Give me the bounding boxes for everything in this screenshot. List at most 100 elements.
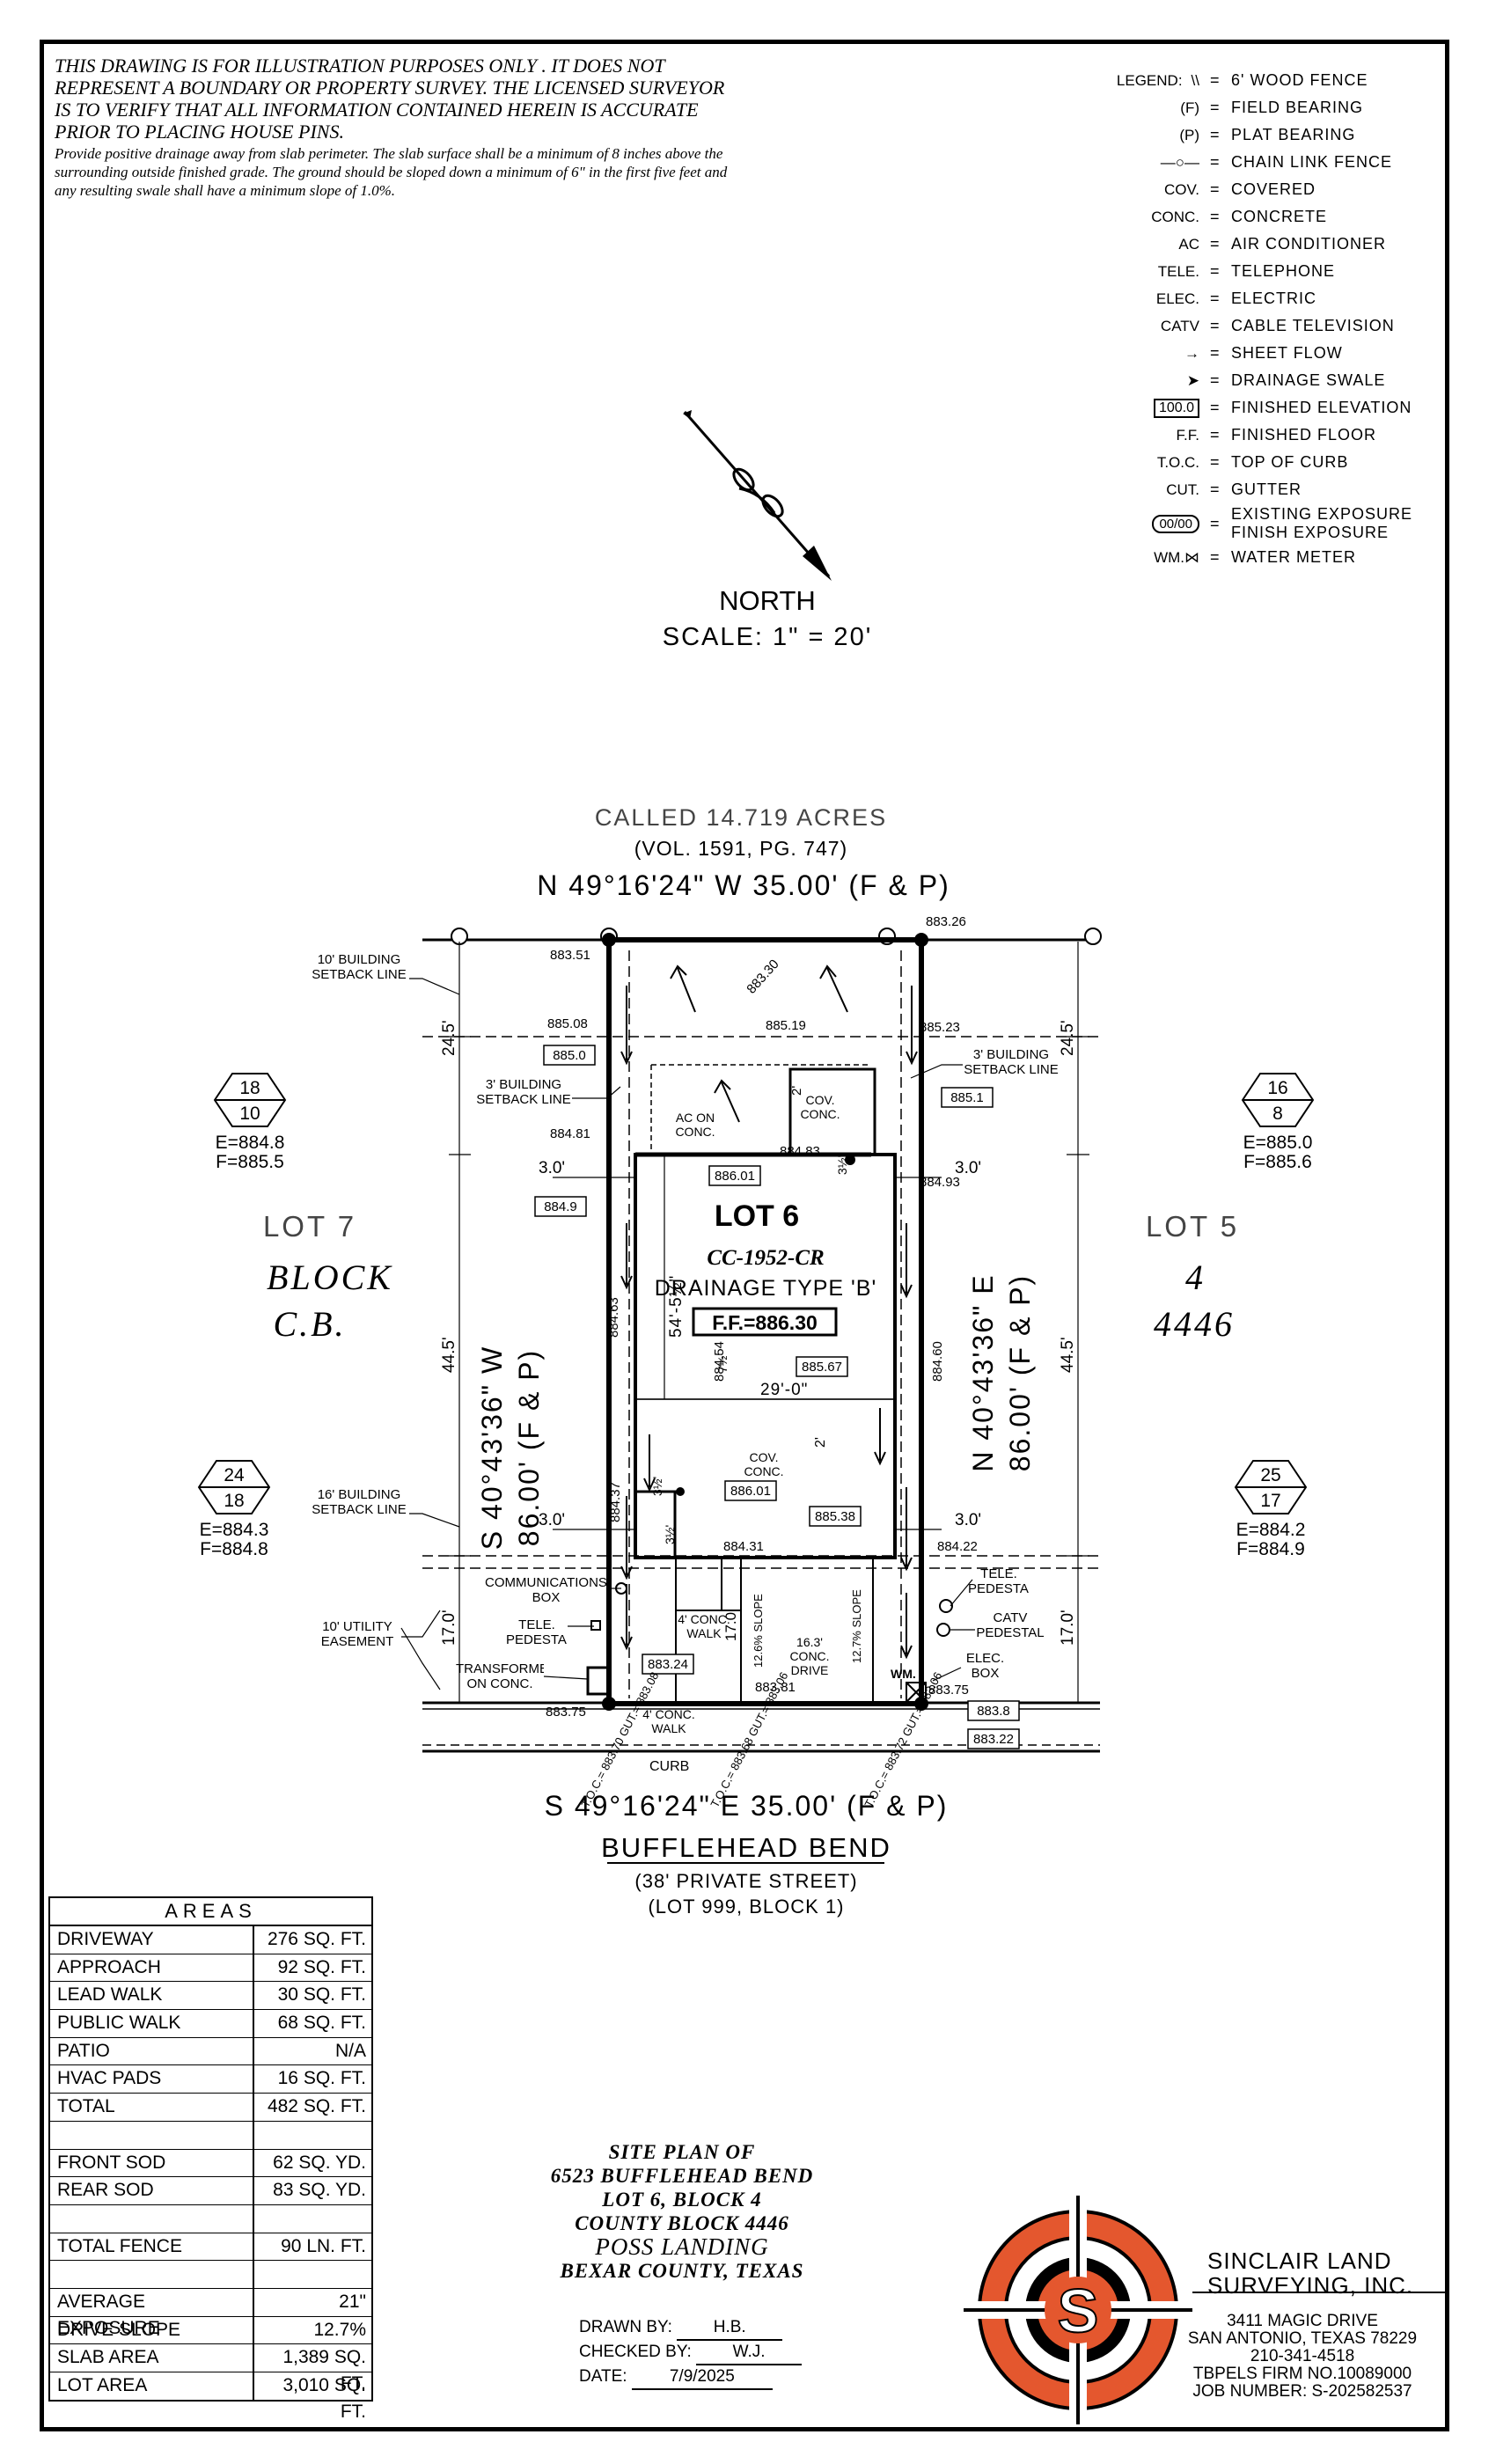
legend-symbol: COV. — [1163, 180, 1199, 198]
legend-label: GUTTER — [1231, 480, 1302, 498]
elev: 883.75 — [546, 1705, 586, 1720]
cov-conc-rear: COV. CONC. — [800, 1093, 840, 1121]
lot-number: LOT 6 — [715, 1199, 799, 1233]
areas-key: LEAD WALK — [50, 1982, 254, 2010]
title-line-6: BEXAR COUNTY, TEXAS — [560, 2260, 804, 2282]
legend-label: PLAT BEARING — [1231, 126, 1356, 143]
areas-key: PUBLIC WALK — [50, 2010, 254, 2037]
toc-mid: T.O.C.= 883.68 GUT.= 883.06 — [708, 1669, 790, 1809]
areas-row: LEAD WALK 30 SQ. FT. — [50, 1982, 371, 2011]
elevation-box — [534, 1196, 587, 1217]
legend-item: 100.0=FINISHED ELEVATION — [1113, 394, 1448, 422]
drive-label: 16.3' CONC. DRIVE — [789, 1635, 830, 1677]
elevation-box — [543, 1045, 596, 1066]
elevation-value: 885.67 — [802, 1360, 842, 1375]
areas-value: 3,010 SQ. FT. — [282, 2375, 366, 2422]
dim-17-mid: 17.0' — [722, 1610, 739, 1641]
block-number: 4 — [1185, 1258, 1203, 1297]
water-meter-icon — [906, 1682, 927, 1703]
elev: 884.81 — [550, 1126, 590, 1141]
elevation-box — [941, 1087, 994, 1108]
elev: 885.23 — [920, 1020, 960, 1035]
setback-16-label: 16' BUILDING SETBACK LINE — [312, 1487, 407, 1517]
sheet-flow-arrows — [620, 964, 918, 1660]
right-distance: 86.00' (F & P) — [1004, 1274, 1036, 1471]
ff-box — [692, 1307, 838, 1337]
slope-1: 12.6% SLOPE — [752, 1594, 765, 1668]
elevation-box — [967, 1700, 1020, 1721]
lead-walk-label: 4' CONC. WALK — [678, 1612, 730, 1640]
title-line-3: LOT 6, BLOCK 4 — [602, 2189, 762, 2211]
tele-pedestal-right: TELE. PEDESTAL — [968, 1566, 1030, 1596]
exposure-elev-f: F=884.8 — [200, 1539, 268, 1559]
checked-by: W.J. — [696, 2341, 803, 2365]
elev: 884.63 — [606, 1297, 621, 1338]
elev: 884.83 — [780, 1144, 820, 1159]
site-plan-title: SITE PLAN OF 6523 BUFFLEHEAD BEND LOT 6,… — [497, 2140, 867, 2283]
tele-pedestal-icon — [939, 1599, 953, 1613]
legend-symbol: TELE. — [1157, 262, 1199, 280]
date-label: DATE: — [579, 2367, 627, 2386]
legend-symbol: CATV — [1160, 317, 1199, 334]
catv-pedestal-icon — [936, 1623, 950, 1637]
legend-symbol: CONC. — [1151, 208, 1199, 225]
areas-value: N/A — [334, 2040, 366, 2061]
legend-symbol: (F) — [1180, 99, 1199, 116]
covered-porch-front — [634, 1490, 677, 1559]
exposure-elev-e: E=884.3 — [200, 1520, 269, 1540]
company-address-1: 3411 MAGIC DRIVE — [1227, 2312, 1378, 2330]
legend-symbol: T.O.C. — [1156, 453, 1199, 471]
elev: 883.26 — [926, 914, 966, 929]
house-width: 29'-0" — [760, 1381, 808, 1399]
areas-key: HVAC PADS — [50, 2065, 254, 2094]
public-walk-label: 4' CONC. WALK — [642, 1707, 695, 1735]
dim-44-5-left: 44.5' — [440, 1337, 458, 1373]
legend-symbol: —○— — [1160, 153, 1199, 171]
tele-pedestal-icon — [590, 1620, 601, 1631]
legend-item: LEGEND:\\=6' WOOD FENCE — [1113, 67, 1448, 94]
areas-value: 62 SQ. YD. — [273, 2152, 366, 2173]
lot-5-label: LOT 5 — [1146, 1210, 1239, 1243]
areas-row — [50, 2121, 371, 2150]
elevation-box — [642, 1654, 694, 1675]
company-info: 3411 MAGIC DRIVE SAN ANTONIO, TEXAS 7822… — [1170, 2313, 1434, 2401]
legend-label: TOP OF CURB — [1231, 453, 1349, 471]
corner-pin — [602, 933, 616, 947]
areas-value — [254, 2261, 371, 2288]
legend-item: WM.⋈=WATER METER — [1113, 544, 1448, 571]
elev: 883.30 — [744, 957, 781, 996]
drawn-by: H.B. — [677, 2316, 783, 2341]
drawing-border — [40, 40, 1449, 2431]
exposure-top: 16 — [1267, 1078, 1287, 1098]
top-bearing: N 49°16'24" W 35.00' (F & P) — [537, 869, 950, 901]
legend-label: WATER METER — [1231, 548, 1356, 566]
title-line-1: SITE PLAN OF — [608, 2141, 756, 2163]
legend-title: LEGEND: — [1116, 71, 1183, 89]
exposure-top: 24 — [224, 1465, 245, 1485]
elevation-box — [809, 1506, 862, 1527]
areas-value — [254, 2122, 371, 2149]
drawn-label: DRAWN BY: — [579, 2318, 672, 2336]
transformer-icon — [586, 1666, 611, 1696]
covered-porch-rear — [788, 1067, 876, 1156]
job-number: JOB NUMBER: S-202582537 — [1192, 2382, 1412, 2401]
areas-value: 30 SQ. FT. — [277, 1984, 366, 2006]
elevation-value: 886.01 — [730, 1484, 771, 1499]
corner-pin — [914, 933, 928, 947]
right-bearing: N 40°43'36" E — [967, 1273, 999, 1471]
areas-key — [50, 2204, 254, 2233]
street-sub-2: (LOT 999, BLOCK 1) — [648, 1896, 844, 1918]
elev: 884.93 — [920, 1175, 960, 1190]
title-line-2: 6523 BUFFLEHEAD BEND — [550, 2165, 814, 2187]
legend-label: DRAINAGE SWALE — [1231, 371, 1386, 389]
slope-2: 12.7% SLOPE — [850, 1589, 863, 1663]
legend-label: TELEPHONE — [1231, 262, 1336, 280]
areas-key — [50, 2121, 254, 2149]
